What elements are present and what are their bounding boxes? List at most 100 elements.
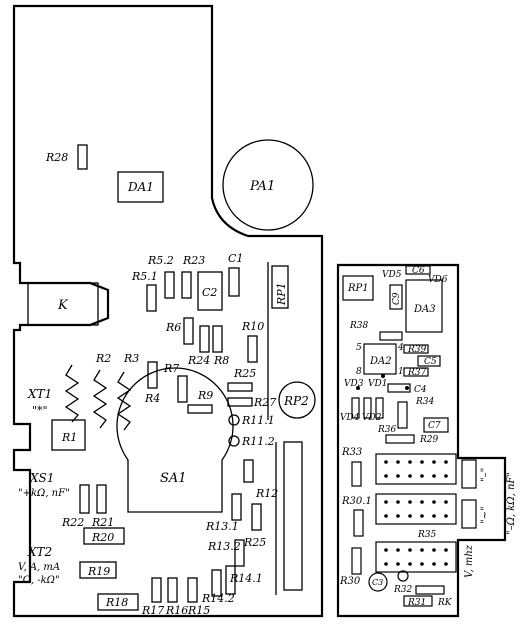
aux-label-vd4: VD4	[340, 413, 360, 423]
aux-rp1-body	[342, 275, 374, 301]
label-xt2-l2: "Ω, -kΩ"	[18, 575, 60, 586]
aux-label-r31: R31	[407, 598, 426, 608]
label-r25b: R25	[243, 536, 266, 549]
label-xt2-l1: V, A, mA	[18, 562, 60, 573]
label-r13-2: R13.2	[207, 540, 241, 553]
aux-vd4-body	[351, 397, 360, 419]
r10-body	[247, 335, 258, 363]
aux-label-r37: R37	[407, 368, 427, 378]
aux-r36-body	[397, 401, 408, 429]
label-r23: R23	[182, 254, 205, 267]
label-c1: C1	[228, 252, 243, 265]
xt1-zigzag	[64, 364, 80, 423]
r23-body	[181, 271, 192, 299]
aux-label-vd6: VD6	[428, 275, 448, 285]
label-k: K	[57, 298, 69, 313]
aux-c4-body	[387, 383, 411, 393]
aux-label-da3: DA3	[413, 304, 436, 315]
label-da1: DA1	[127, 180, 154, 194]
aux-label-vd5: VD5	[382, 270, 402, 280]
r20-body	[83, 527, 125, 545]
aux-label-vd3: VD3	[344, 379, 364, 389]
r11-2-pad	[228, 435, 240, 447]
aux-label-rk: RK	[437, 598, 453, 608]
r2-zigzag	[92, 369, 108, 429]
k-connector	[27, 282, 99, 326]
aux-label-rp1: RP1	[347, 283, 369, 294]
aux-label-r38: R38	[349, 321, 369, 331]
label-r5-2: R5.2	[147, 254, 174, 267]
aux-label-vd1: VD1	[368, 379, 387, 389]
label-r12: R12	[255, 487, 278, 500]
label-xt1: XT1	[27, 387, 52, 401]
label-r21: R21	[91, 516, 114, 529]
aux-vd-3	[375, 397, 384, 419]
label-pa1: PA1	[249, 179, 275, 194]
aux-label-pin4: 4	[397, 343, 404, 353]
label-rp2: RP2	[283, 394, 309, 408]
aux-label-r30: R30	[339, 576, 361, 587]
label-xs1-sym: "+kΩ, nF"	[18, 488, 70, 499]
r1-body	[51, 419, 86, 451]
aux-label-c3: C3	[372, 578, 383, 587]
da1-body	[117, 171, 164, 203]
label-r2: R2	[95, 352, 111, 365]
aux-c5-body	[417, 355, 441, 367]
aux-label-r39: R39	[407, 345, 427, 355]
label-r10: R10	[241, 320, 264, 333]
aux-label-pin8: 8	[356, 367, 362, 377]
label-r14-2: R14.2	[201, 592, 235, 605]
label-r19: R19	[87, 565, 110, 578]
label-r9: R9	[197, 389, 213, 402]
r11-1-pad	[228, 414, 240, 426]
main-board-outline	[12, 4, 324, 618]
r6-body	[183, 317, 194, 345]
label-r7: R7	[163, 362, 179, 375]
aux-label-r29: R29	[419, 435, 439, 445]
rp1-body	[271, 265, 289, 309]
aux-label-r34: R34	[415, 397, 435, 407]
r22-body	[79, 484, 90, 514]
aux-switch-block-1	[375, 453, 457, 485]
r21-body	[96, 484, 107, 514]
aux-vd2-body	[363, 397, 372, 419]
r15-body	[187, 577, 198, 603]
label-r18: R18	[105, 596, 128, 609]
aux-switch-tab-1	[461, 459, 477, 489]
r24-body	[199, 325, 210, 353]
r19-body	[79, 561, 117, 579]
r25b-body	[251, 503, 262, 531]
switch-label-vmhz: V, mhz	[464, 544, 475, 578]
aux-label-c5: C5	[424, 357, 437, 367]
r12-body	[243, 459, 254, 483]
label-r4: R4	[144, 392, 160, 405]
aux-switch-block-3	[375, 541, 457, 573]
long-slot	[283, 441, 303, 591]
aux-r33-body	[351, 461, 362, 487]
label-rp1: RP1	[275, 282, 288, 306]
label-r11-1: R11.1	[241, 414, 275, 427]
r4-body	[147, 361, 158, 389]
label-r6: R6	[165, 321, 181, 334]
label-r16: R16	[165, 604, 188, 617]
label-r22: R22	[61, 516, 84, 529]
c2-body	[197, 271, 223, 311]
r7-body	[177, 375, 188, 403]
pa1-meter	[222, 139, 314, 231]
r27-body	[227, 397, 253, 407]
label-r3: R3	[123, 352, 139, 365]
aux-r30-1-body	[353, 509, 364, 537]
switch-label-dash: "–"	[480, 468, 491, 482]
aux-r32-pad	[397, 570, 409, 582]
label-xs1: XS1	[29, 471, 54, 485]
r17-body	[151, 577, 162, 603]
aux-r37-body	[403, 367, 429, 377]
label-r24: R24	[187, 354, 210, 367]
label-c2: C2	[202, 286, 217, 299]
aux-label-c4: C4	[414, 385, 427, 395]
label-r1: R1	[61, 431, 77, 444]
aux-da3-body	[405, 279, 443, 333]
aux-r31-body	[403, 595, 433, 607]
aux-label-c7: C7	[428, 421, 441, 431]
